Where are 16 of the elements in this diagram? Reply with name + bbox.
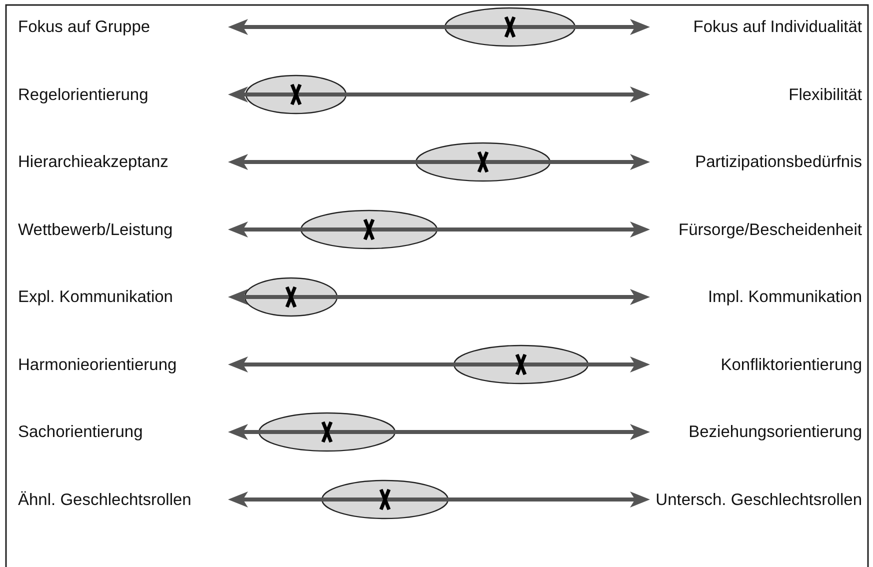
pole-label: Hierarchieakzeptanz (18, 152, 168, 173)
pole-label: Partizipationsbedürfnis (695, 152, 862, 173)
pole-label: Expl. Kommunikation (18, 287, 173, 308)
pole-label: Impl. Kommunikation (708, 287, 862, 308)
pole-label: Konfliktorientierung (720, 354, 862, 376)
pole-label: Fokus auf Individualität (693, 17, 862, 38)
pole-label: Fokus auf Gruppe (18, 17, 150, 38)
pole-label: Harmonieorientierung (18, 354, 177, 376)
pole-label: Ähnl. Geschlechtsrollen (18, 490, 192, 510)
pole-label: Regelorientierung (18, 84, 148, 106)
pole-label: Beziehungsorientierung (688, 422, 862, 443)
pole-label: Sachorientierung (18, 422, 143, 443)
pole-label: Wettbewerb/Leistung (18, 220, 173, 240)
pole-label: Fürsorge/Bescheidenheit (678, 220, 862, 240)
pole-label: Flexibilität (788, 84, 862, 106)
pole-label: Untersch. Geschlechtsrollen (656, 490, 862, 510)
